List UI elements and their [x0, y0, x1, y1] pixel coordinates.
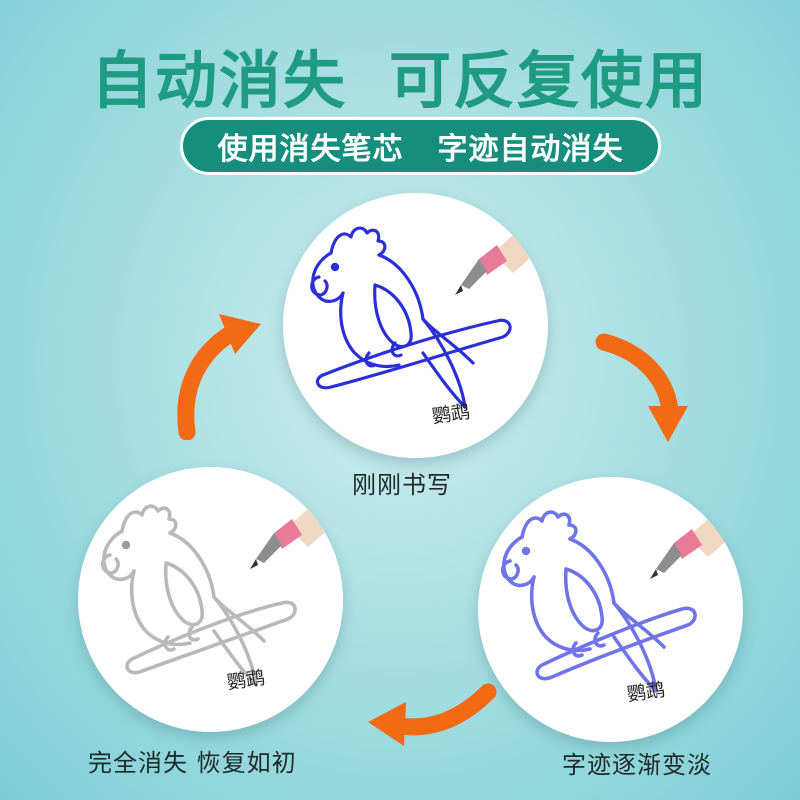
stage-caption-vanished: 完全消失 恢复如初 — [88, 749, 297, 777]
stage-word-label: 鹦鹉 — [626, 679, 667, 706]
headline-part-2: 可反复使用 — [389, 44, 710, 117]
stage-word-label: 鹦鹉 — [431, 401, 472, 428]
cycle-arrow-up-icon — [177, 314, 261, 440]
subtitle-part-2: 字迹自动消失 — [437, 132, 624, 167]
subtitle-part-1: 使用消失笔芯 — [217, 132, 404, 167]
headline-part-1: 自动消失 — [90, 44, 347, 117]
stage-fading-image: 鹦鹉 — [478, 477, 743, 742]
headline: 自动消失可反复使用 — [0, 30, 800, 120]
stage-caption-just-written: 刚刚书写 — [352, 471, 452, 499]
stage-word-label: 鹦鹉 — [226, 667, 267, 694]
cycle-arrow-left-icon — [368, 683, 497, 746]
stage-caption-fading: 字迹逐渐变淡 — [562, 751, 712, 779]
stage-vanished-image: 鹦鹉 — [78, 467, 343, 732]
parrot-drawing-vanished: 鹦鹉 — [100, 477, 343, 694]
cycle-arrow-down-icon — [595, 333, 688, 442]
stage-just-written-image: 鹦鹉 — [283, 193, 548, 458]
subtitle-banner: 使用消失笔芯字迹自动消失 — [180, 117, 661, 175]
parrot-drawing-faded: 鹦鹉 — [500, 487, 743, 706]
parrot-drawing-dark: 鹦鹉 — [310, 203, 548, 428]
